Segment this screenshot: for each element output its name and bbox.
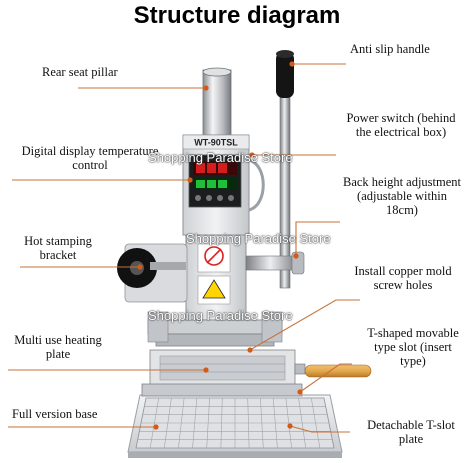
label-anti-slip-handle: Anti slip handle — [350, 42, 430, 56]
electrical-box: WT-90TSL — [182, 134, 265, 236]
anti-slip-handle — [276, 50, 294, 289]
watermark-text-2: Shopping Paradise Store — [186, 231, 331, 246]
leader-back-height-dot — [293, 253, 299, 259]
label-digital-display: Digital display temperature control — [21, 144, 159, 172]
leader-detachable-plate-dot — [287, 423, 293, 429]
detachable-t-slot-plate — [135, 397, 335, 449]
watermark-text-3: Shopping Paradise Store — [148, 308, 293, 323]
leader-lines — [8, 63, 360, 433]
label-rear-seat-pillar: Rear seat pillar — [42, 65, 118, 79]
rear-seat-pillar — [202, 67, 232, 141]
press-column — [185, 234, 247, 321]
leader-heating-plate-dot — [203, 367, 209, 373]
diagram-title: Structure diagram — [133, 2, 341, 29]
digital-display-controller — [188, 154, 242, 208]
leader-digital-display-dot — [187, 177, 193, 183]
leader-copper-mold-dot — [247, 347, 253, 353]
leader-copper-mold — [249, 299, 360, 351]
leader-rear-seat-pillar-dot — [203, 85, 209, 91]
t-shaped-movable-type-slot — [141, 349, 372, 397]
label-copper-mold-screw-holes: Install copper mold screw holes — [354, 264, 452, 292]
leader-t-slot — [299, 363, 352, 393]
leader-dots — [137, 61, 303, 430]
leader-t-slot-dot — [297, 389, 303, 395]
leader-power-switch-dot — [249, 152, 255, 158]
hot-stamping-bracket — [117, 243, 188, 303]
leader-back-height — [295, 221, 340, 256]
full-version-base — [127, 394, 343, 458]
label-hot-stamping-bracket: Hot stamping bracket — [24, 234, 92, 262]
watermark-text-1: Shopping Paradise Store — [148, 150, 293, 165]
model-label: WT-90TSL — [194, 138, 238, 148]
label-power-switch: Power switch (behind the electrical box) — [346, 111, 456, 139]
leader-hot-stamping-bracket-dot — [137, 264, 143, 270]
leader-base-dot — [153, 424, 159, 430]
label-detachable-t-slot-plate: Detachable T-slot plate — [367, 418, 455, 446]
leader-anti-slip-handle-dot — [289, 61, 295, 67]
label-t-shaped-type-slot: T-shaped movable type slot (insert type) — [367, 326, 459, 368]
label-full-version-base: Full version base — [12, 407, 98, 421]
leader-detachable-plate — [289, 425, 350, 433]
label-back-height-adjustment: Back height adjustment (adjustable withi… — [342, 175, 462, 217]
label-heating-plate: Multi use heating plate — [14, 333, 102, 361]
